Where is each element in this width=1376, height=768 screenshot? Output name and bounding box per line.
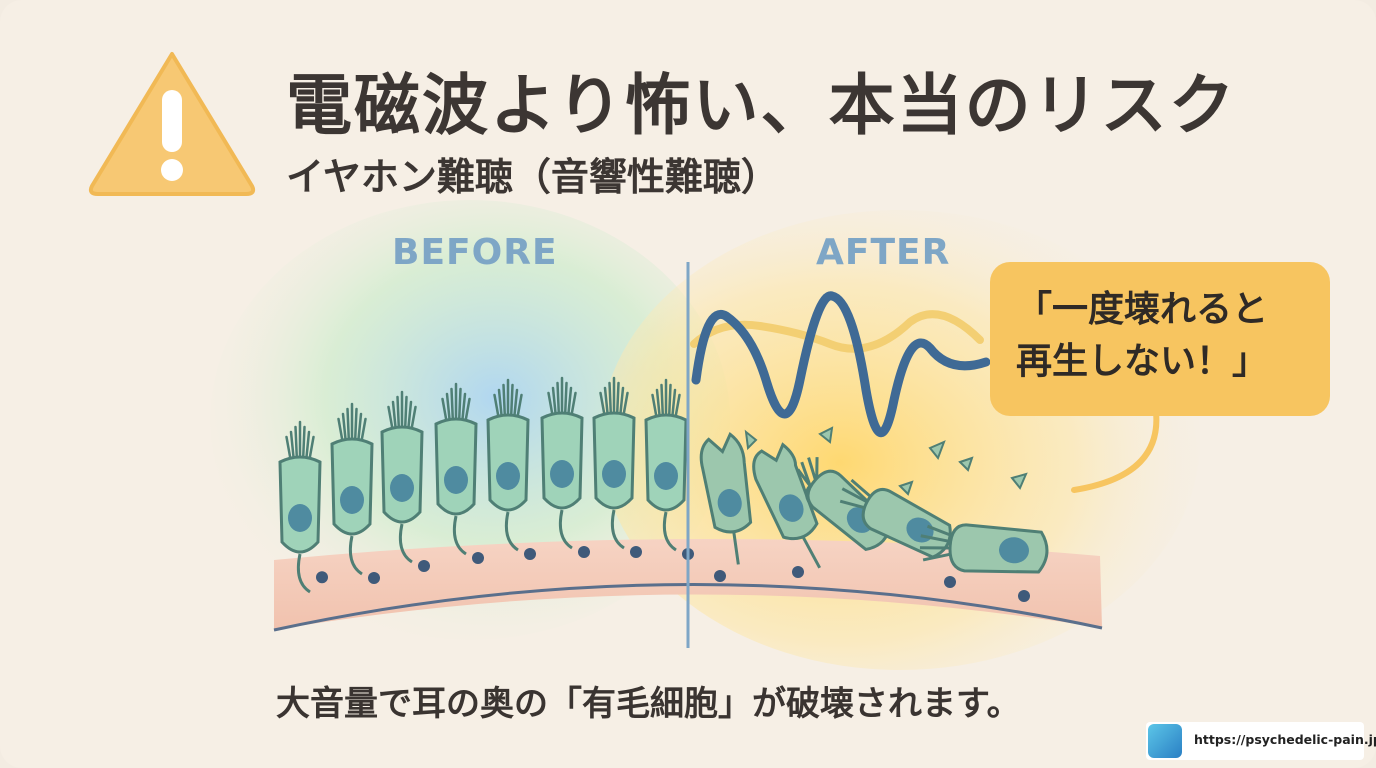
hair-cell	[540, 376, 590, 558]
healthy-hair-cells	[278, 376, 694, 594]
hair-cell	[380, 390, 430, 572]
callout-tail	[1071, 409, 1160, 493]
hair-cell	[330, 402, 380, 584]
hair-cell	[278, 420, 328, 594]
page-subtitle: イヤホン難聴（音響性難聴）	[286, 155, 779, 199]
caption-text: 大音量で耳の奥の「有毛細胞」が破壊されます。	[276, 684, 1021, 724]
page-title: 電磁波より怖い、本当のリスク	[286, 67, 1237, 144]
damaged-hair-cells	[699, 426, 1049, 602]
hair-cell	[434, 382, 484, 564]
callout-bubble: 「一度壊れると 再生しない！」	[990, 262, 1330, 416]
site-badge[interactable]: https://psychedelic-pain.jp/	[1146, 722, 1376, 760]
hair-cell	[486, 378, 536, 560]
callout-line-2: 再生しない！」	[1016, 341, 1269, 382]
sound-wave-front	[691, 291, 991, 438]
callout-line-1: 「一度壊れると	[1016, 289, 1269, 330]
hair-cell	[592, 376, 642, 558]
hair-cell	[644, 378, 694, 560]
warning-triangle-icon	[88, 52, 256, 196]
before-label: BEFORE	[392, 232, 558, 273]
site-logo-icon	[1148, 724, 1182, 758]
after-label: AFTER	[816, 232, 951, 273]
site-url[interactable]: https://psychedelic-pain.jp/	[1194, 732, 1376, 747]
